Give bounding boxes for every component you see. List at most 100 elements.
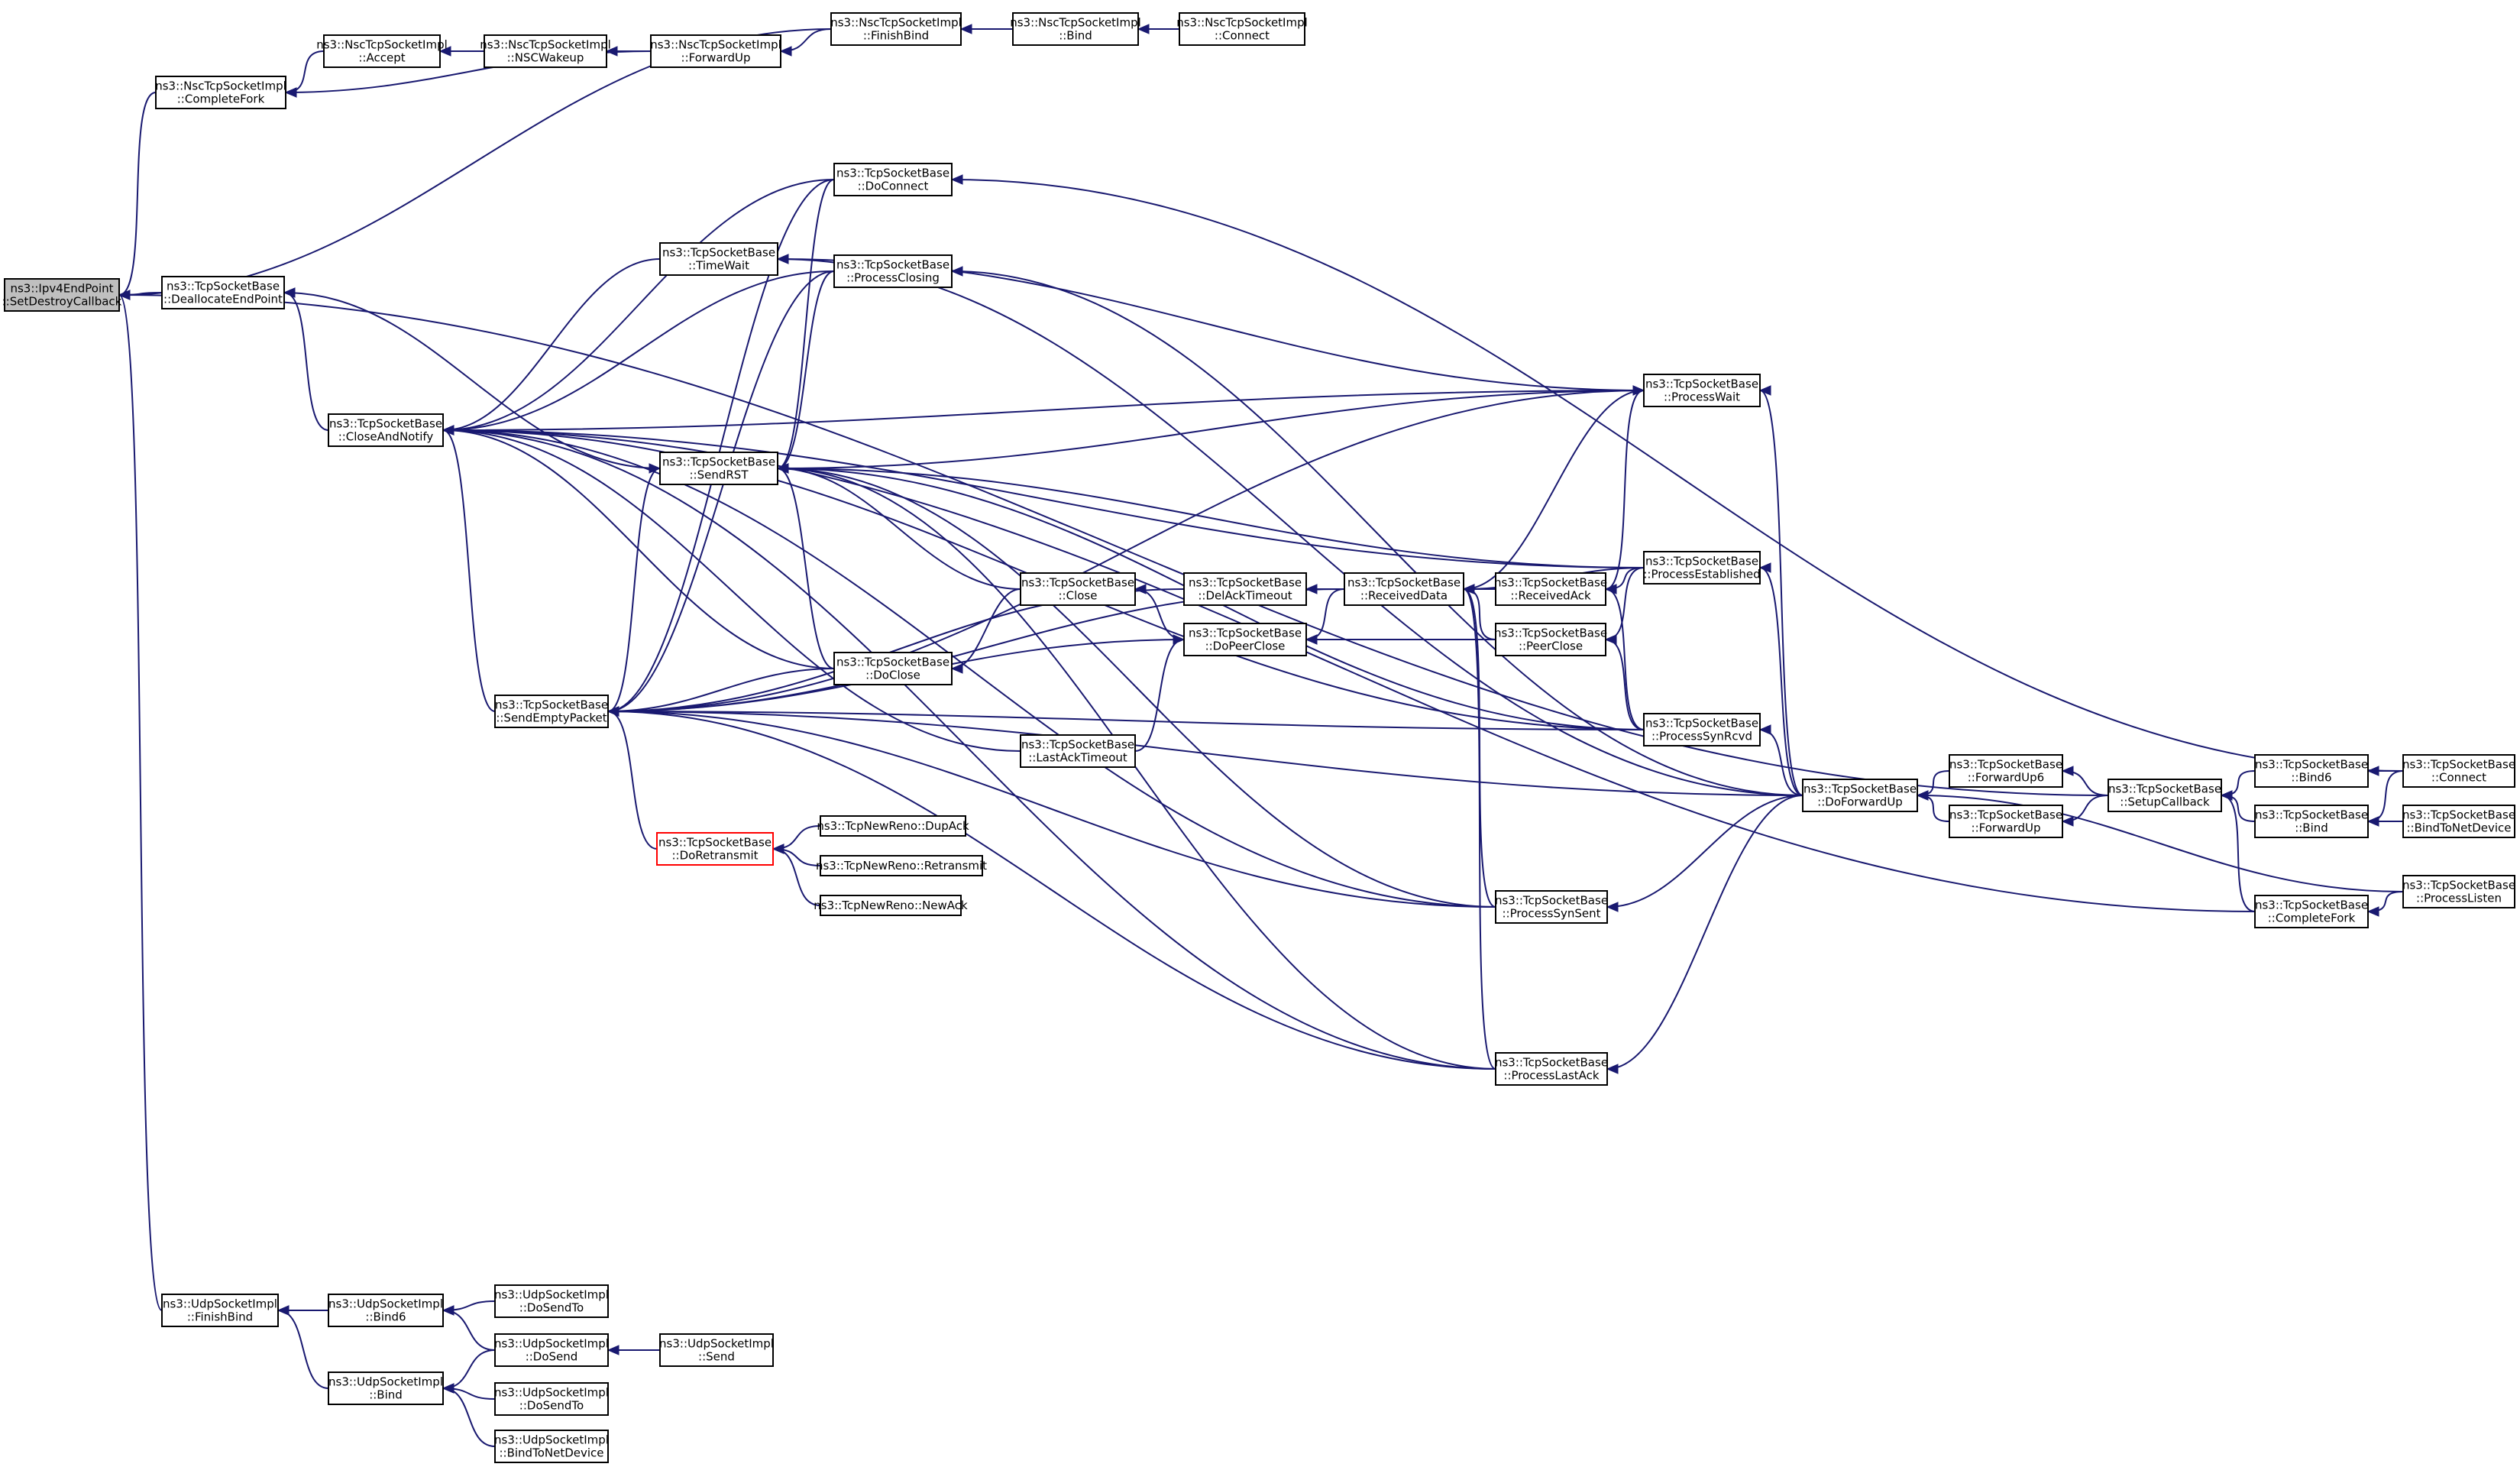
node-tsb-doconnect[interactable]: ns3::TcpSocketBase::DoConnect (833, 163, 953, 196)
node-box[interactable] (1012, 12, 1139, 46)
node-box[interactable] (484, 34, 607, 68)
node-nsc-connect[interactable]: ns3::NscTcpSocketImpl::Connect (1176, 12, 1308, 46)
node-tsb-peerclose[interactable]: ns3::TcpSocketBase::PeerClose (1494, 623, 1607, 656)
node-box[interactable] (2108, 779, 2222, 812)
node-box[interactable] (659, 1333, 774, 1367)
node-box[interactable] (323, 34, 441, 68)
node-box[interactable] (1495, 1052, 1608, 1086)
node-udp-dosendto-b[interactable]: ns3::UdpSocketImpl::DoSendTo (494, 1382, 609, 1416)
node-tsb-bind6[interactable]: ns3::TcpSocketBase::Bind6 (2254, 754, 2369, 788)
node-box[interactable] (830, 12, 962, 46)
node-box[interactable] (1643, 713, 1761, 746)
node-box[interactable] (1949, 754, 2063, 788)
node-box[interactable] (1344, 572, 1464, 606)
node-box[interactable] (650, 34, 781, 68)
node-box[interactable] (833, 163, 953, 196)
node-tsb-processwait[interactable]: ns3::TcpSocketBase::ProcessWait (1643, 374, 1761, 407)
node-udp-bind[interactable]: ns3::UdpSocketImpl::Bind (328, 1371, 444, 1405)
node-box[interactable] (2254, 895, 2369, 928)
node-tsb-sendrst[interactable]: ns3::TcpSocketBase::SendRST (659, 452, 778, 485)
node-box[interactable] (161, 276, 285, 309)
node-box[interactable] (2402, 875, 2515, 908)
node-nsc-forwardup[interactable]: ns3::NscTcpSocketImpl::ForwardUp (650, 34, 781, 68)
node-tsb-setupcallback[interactable]: ns3::TcpSocketBase::SetupCallback (2108, 779, 2222, 812)
node-tsb-completefork[interactable]: ns3::TcpSocketBase::CompleteFork (2254, 895, 2369, 928)
node-box[interactable] (1183, 572, 1307, 606)
node-tsb-receivedack[interactable]: ns3::TcpSocketBase::ReceivedAck (1494, 572, 1607, 606)
node-tsb-processsynrcvd[interactable]: ns3::TcpSocketBase::ProcessSynRcvd (1643, 713, 1761, 746)
node-nsc-completefork[interactable]: ns3::NscTcpSocketImpl::CompleteFork (155, 76, 286, 109)
node-tsb-receiveddata[interactable]: ns3::TcpSocketBase::ReceivedData (1344, 572, 1464, 606)
node-tsb-dopeerclose[interactable]: ns3::TcpSocketBase::DoPeerClose (1183, 623, 1307, 656)
node-box[interactable] (2402, 805, 2515, 838)
node-box[interactable] (2254, 754, 2369, 788)
node-box[interactable] (1020, 572, 1136, 606)
node-box[interactable] (820, 895, 962, 916)
node-udp-bindtonetdevice[interactable]: ns3::UdpSocketImpl::BindToNetDevice (494, 1430, 609, 1463)
node-box[interactable] (820, 815, 966, 837)
node-tsb-processlastack[interactable]: ns3::TcpSocketBase::ProcessLastAck (1495, 1052, 1608, 1086)
node-tsb-delacktimeout[interactable]: ns3::TcpSocketBase::DelAckTimeout (1183, 572, 1307, 606)
node-tsb-sendempty[interactable]: ns3::TcpSocketBase::SendEmptyPacket (494, 695, 609, 728)
node-udp-dosend[interactable]: ns3::UdpSocketImpl::DoSend (494, 1333, 609, 1367)
node-box[interactable] (833, 254, 953, 288)
node-box[interactable] (328, 413, 444, 447)
node-box[interactable] (820, 855, 983, 876)
node-box[interactable] (659, 242, 778, 276)
node-box[interactable] (4, 278, 120, 312)
node-box[interactable] (1802, 779, 1918, 812)
node-box[interactable] (1495, 572, 1606, 606)
node-box[interactable] (1495, 890, 1608, 924)
node-tsb-close[interactable]: ns3::TcpSocketBase::Close (1020, 572, 1136, 606)
node-tsb-processclosing[interactable]: ns3::TcpSocketBase::ProcessClosing (833, 254, 953, 288)
node-udp-dosendto-a[interactable]: ns3::UdpSocketImpl::DoSendTo (494, 1284, 609, 1318)
node-box[interactable] (659, 452, 778, 485)
node-tsb-processsynsent[interactable]: ns3::TcpSocketBase::ProcessSynSent (1495, 890, 1608, 924)
node-box[interactable] (494, 1333, 609, 1367)
node-box[interactable] (494, 1284, 609, 1318)
node-box[interactable] (656, 832, 774, 866)
node-box[interactable] (328, 1371, 444, 1405)
node-tnr-newack[interactable]: ns3::TcpNewReno::NewAck (814, 895, 968, 916)
node-tnr-dupack[interactable]: ns3::TcpNewReno::DupAck (817, 815, 969, 837)
node-box[interactable] (1643, 551, 1761, 585)
node-udp-send[interactable]: ns3::UdpSocketImpl::Send (659, 1333, 774, 1367)
node-tsb-deallocate[interactable]: ns3::TcpSocketBase::DeallocateEndPoint (161, 276, 285, 309)
node-box[interactable] (328, 1294, 444, 1327)
node-box[interactable] (1020, 734, 1136, 768)
node-tsb-forwardup[interactable]: ns3::TcpSocketBase::ForwardUp (1949, 805, 2063, 838)
node-tsb-processlisten[interactable]: ns3::TcpSocketBase::ProcessListen (2402, 875, 2515, 908)
node-tsb-doretransmit[interactable]: ns3::TcpSocketBase::DoRetransmit (656, 832, 774, 866)
node-tsb-doclose[interactable]: ns3::TcpSocketBase::DoClose (833, 652, 953, 685)
node-box[interactable] (2402, 754, 2515, 788)
node-box[interactable] (1179, 12, 1305, 46)
node-box[interactable] (1643, 374, 1761, 407)
node-tsb-connect[interactable]: ns3::TcpSocketBase::Connect (2402, 754, 2515, 788)
node-box[interactable] (494, 1430, 609, 1463)
node-box[interactable] (833, 652, 953, 685)
node-nsc-bind[interactable]: ns3::NscTcpSocketImpl::Bind (1010, 12, 1141, 46)
node-tsb-bindtonetdevice[interactable]: ns3::TcpSocketBase::BindToNetDevice (2402, 805, 2515, 838)
node-box[interactable] (1183, 623, 1307, 656)
node-nsc-finishbind[interactable]: ns3::NscTcpSocketImpl::FinishBind (830, 12, 962, 46)
node-udp-finishbind[interactable]: ns3::UdpSocketImpl::FinishBind (161, 1294, 279, 1327)
node-tsb-forwardup6[interactable]: ns3::TcpSocketBase::ForwardUp6 (1949, 754, 2063, 788)
node-tnr-retransmit[interactable]: ns3::TcpNewReno::Retransmit (816, 855, 987, 876)
node-nsc-nscwakeup[interactable]: ns3::NscTcpSocketImpl::NSCWakeup (480, 34, 611, 68)
node-udp-bind6[interactable]: ns3::UdpSocketImpl::Bind6 (328, 1294, 444, 1327)
node-box[interactable] (494, 695, 609, 728)
node-box[interactable] (161, 1294, 279, 1327)
node-box[interactable] (1949, 805, 2063, 838)
node-ipv4ep[interactable]: ns3::Ipv4EndPoint::SetDestroyCallback (2, 278, 122, 312)
node-tsb-closeandnotify[interactable]: ns3::TcpSocketBase::CloseAndNotify (328, 413, 444, 447)
node-tsb-processestablished[interactable]: ns3::TcpSocketBase::ProcessEstablished (1643, 551, 1761, 585)
node-box[interactable] (494, 1382, 609, 1416)
node-tsb-timewait[interactable]: ns3::TcpSocketBase::TimeWait (659, 242, 778, 276)
node-box[interactable] (2254, 805, 2369, 838)
node-tsb-doforwardup[interactable]: ns3::TcpSocketBase::DoForwardUp (1802, 779, 1918, 812)
node-box[interactable] (1495, 623, 1606, 656)
node-tsb-bind[interactable]: ns3::TcpSocketBase::Bind (2254, 805, 2369, 838)
node-nsc-accept[interactable]: ns3::NscTcpSocketImpl::Accept (316, 34, 448, 68)
node-tsb-lastacktimeout[interactable]: ns3::TcpSocketBase::LastAckTimeout (1020, 734, 1136, 768)
node-box[interactable] (155, 76, 286, 109)
